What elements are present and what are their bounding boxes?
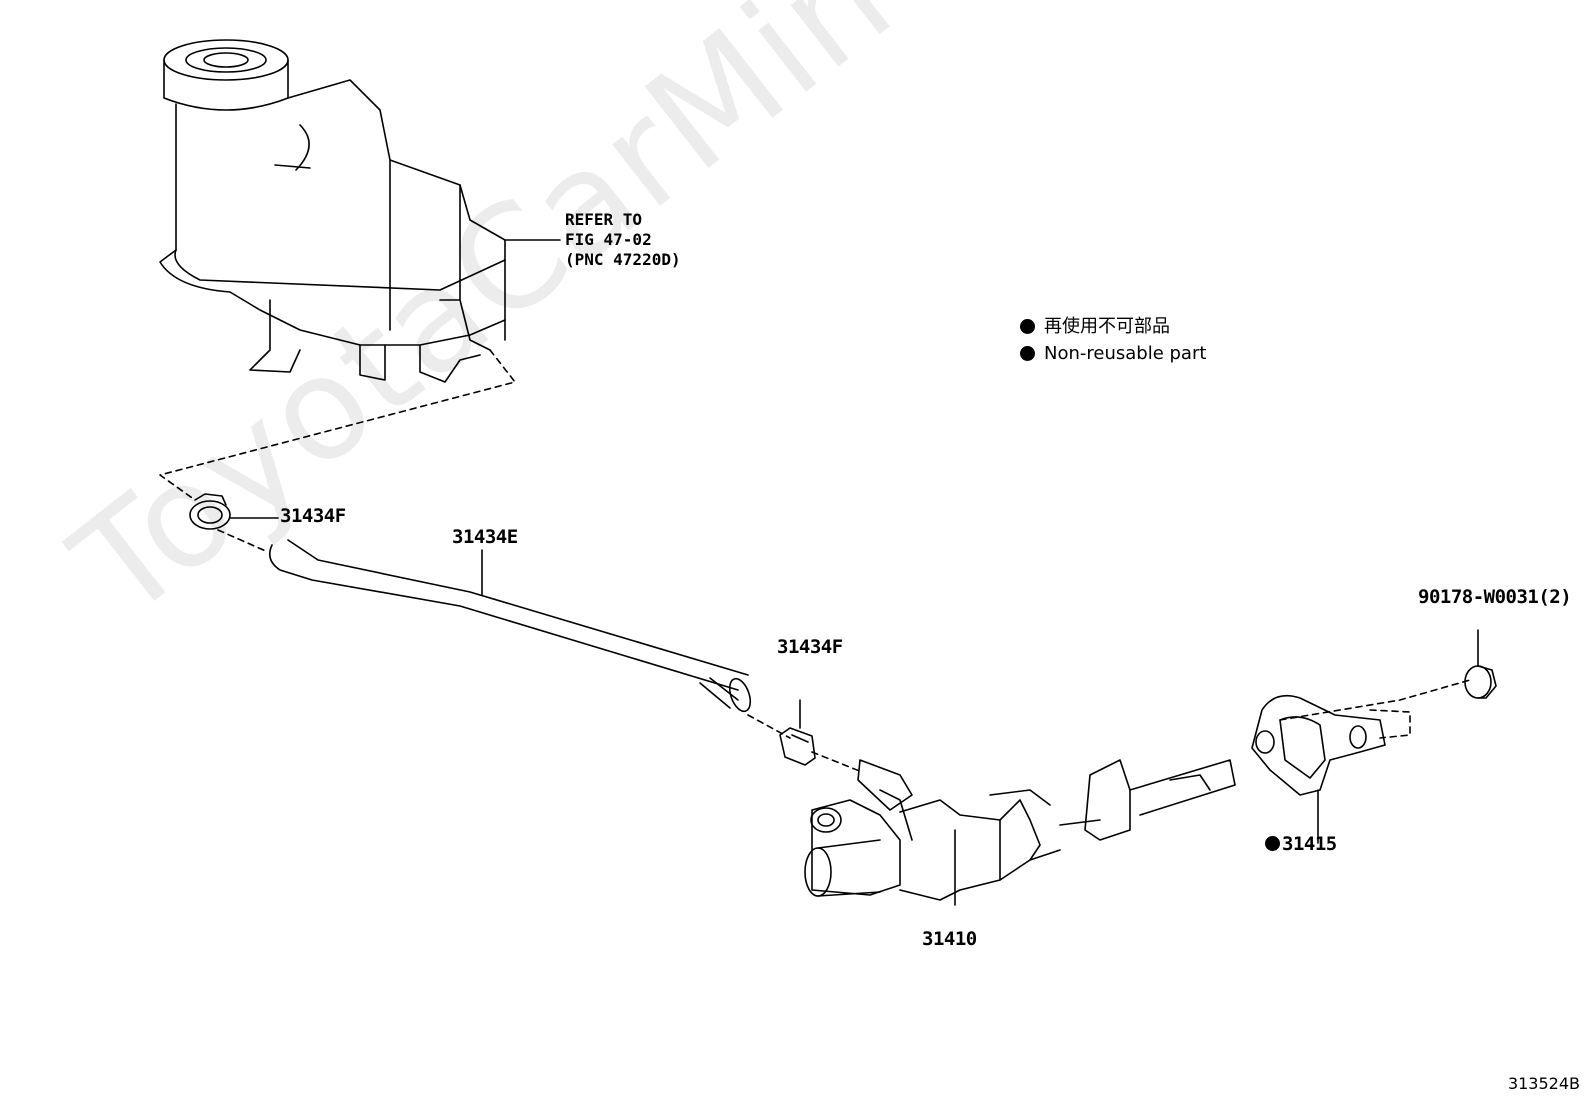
- part-label-nut[interactable]: 90178-W0031(2): [1418, 586, 1572, 608]
- reservoir-tank: [159, 39, 561, 383]
- reference-line-1: REFER TO: [565, 210, 643, 229]
- figure-code: 313524B: [1507, 1074, 1580, 1093]
- gasket: [1251, 694, 1386, 796]
- part-label-gasket[interactable]: 31415: [1265, 833, 1337, 855]
- lower-clip: [779, 699, 816, 766]
- solid-dot-icon: [1020, 346, 1035, 361]
- legend-row-en: Non-reusable part: [1020, 340, 1206, 367]
- upper-clip: [189, 493, 231, 530]
- part-label-clip-lower[interactable]: 31434F: [777, 636, 843, 658]
- legend-text-en: Non-reusable part: [1044, 343, 1207, 364]
- reference-line-3: (PNC 47220D): [565, 250, 681, 269]
- solid-dot-icon: [1020, 319, 1035, 334]
- legend-row-jp: 再使用不可部品: [1020, 313, 1206, 340]
- hose: [269, 539, 752, 713]
- part-label-clip-upper[interactable]: 31434F: [280, 505, 346, 527]
- solid-dot-icon: [1265, 836, 1280, 851]
- part-label-master-cylinder[interactable]: 31410: [922, 928, 977, 950]
- nut: [1464, 665, 1497, 699]
- part-label-gasket-text: 31415: [1282, 833, 1337, 855]
- part-label-hose[interactable]: 31434E: [452, 526, 518, 548]
- legend: 再使用不可部品 Non-reusable part: [1020, 313, 1206, 367]
- reference-line-2: FIG 47-02: [565, 230, 652, 249]
- reference-note: REFER TO FIG 47-02 (PNC 47220D): [565, 210, 681, 270]
- master-cylinder: [804, 759, 1236, 906]
- legend-text-jp: 再使用不可部品: [1044, 316, 1170, 337]
